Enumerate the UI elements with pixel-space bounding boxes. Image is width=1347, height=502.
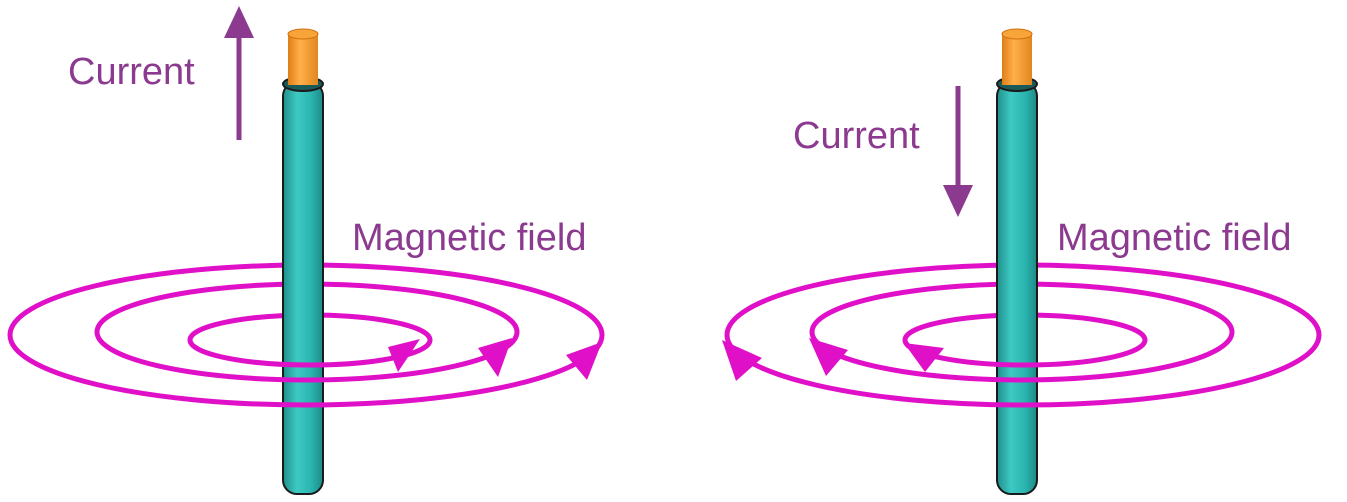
left-wire: [282, 76, 324, 495]
left-field-arrow-middle: [478, 338, 512, 377]
right-field-arrow-outer: [722, 340, 762, 381]
right-current-label: Current: [793, 115, 920, 157]
right-current-arrow-icon: [943, 86, 973, 217]
left-field-arrowheads: [388, 338, 602, 380]
left-field-label: Magnetic field: [352, 217, 586, 259]
right-field-arrowheads: [722, 338, 944, 381]
right-conductor-tip: [1001, 28, 1033, 85]
right-field-label: Magnetic field: [1057, 217, 1291, 259]
right-wire: [996, 76, 1038, 495]
left-current-arrow-icon: [224, 6, 254, 140]
left-field-arrow-inner: [388, 339, 420, 372]
right-field-arrow-middle: [809, 338, 848, 376]
left-conductor-tip: [287, 28, 319, 85]
right-field-arrow-inner: [904, 343, 944, 372]
right-diagram: Current Magnetic field: [722, 28, 1322, 495]
left-field-arrow-outer: [566, 342, 602, 380]
left-diagram: Current Magnetic field: [7, 6, 605, 495]
left-current-label: Current: [68, 51, 195, 93]
